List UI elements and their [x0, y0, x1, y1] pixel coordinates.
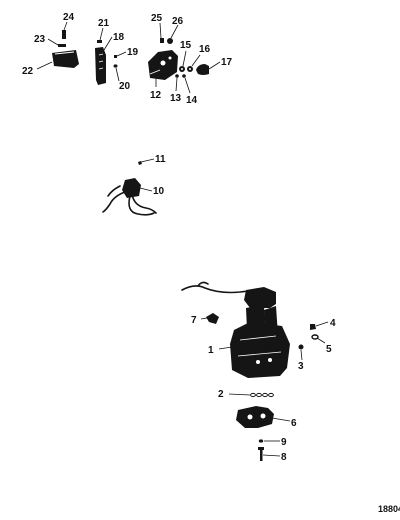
callout-12: 12 — [150, 90, 162, 101]
part-19-screw — [114, 55, 117, 58]
callout-9: 9 — [281, 437, 287, 448]
part-23-screw — [58, 44, 66, 47]
part-13-washer — [175, 74, 179, 78]
callout-19: 19 — [127, 47, 139, 58]
callout-22: 22 — [22, 66, 34, 77]
part-6-manifold — [236, 406, 274, 428]
part-20-washer — [113, 64, 118, 68]
callout-7: 7 — [191, 315, 197, 326]
callout-20: 20 — [119, 81, 131, 92]
callout-10: 10 — [153, 186, 165, 197]
callout-15: 15 — [180, 40, 192, 51]
part-12-solenoid — [148, 50, 178, 80]
callout-1: 1 — [208, 345, 214, 356]
part-14-washer — [182, 74, 186, 78]
part-5-o-ring — [311, 334, 319, 340]
part-24-bolt — [62, 30, 66, 39]
part-1-pump-motor — [181, 281, 290, 378]
leader-lines — [36, 21, 329, 457]
callout-23: 23 — [34, 34, 46, 45]
callout-13: 13 — [170, 93, 182, 104]
part-2-o-rings — [250, 392, 274, 398]
part-17-boot — [196, 64, 209, 75]
callout-26: 26 — [172, 16, 184, 27]
part-15-nut — [179, 66, 185, 72]
part-9-washer — [258, 439, 264, 443]
callout-25: 25 — [151, 13, 163, 24]
part-26-nut — [167, 38, 173, 44]
callout-4: 4 — [330, 318, 336, 329]
callout-21: 21 — [98, 18, 110, 29]
callout-labels: 1 2 3 4 5 6 7 8 9 10 11 12 13 14 15 16 1… — [22, 12, 336, 463]
callout-3: 3 — [298, 361, 304, 372]
part-10-wiring-harness — [102, 178, 157, 216]
callout-18: 18 — [113, 32, 125, 43]
callout-11: 11 — [155, 154, 166, 165]
callout-6: 6 — [291, 418, 297, 429]
diagram-reference-number: 18804 — [378, 504, 400, 514]
part-3-fitting — [298, 344, 304, 350]
callout-24: 24 — [63, 12, 75, 23]
part-25-nut — [160, 38, 164, 43]
callout-2: 2 — [218, 389, 224, 400]
callout-17: 17 — [221, 57, 233, 68]
callout-14: 14 — [186, 95, 198, 106]
callout-16: 16 — [199, 44, 211, 55]
part-22-bracket — [52, 50, 79, 68]
callout-8: 8 — [281, 452, 287, 463]
part-16-nut — [187, 66, 193, 72]
part-7-clip — [206, 313, 219, 324]
callout-5: 5 — [326, 344, 332, 355]
part-21-clip — [97, 40, 102, 43]
part-8-bolt — [258, 447, 264, 461]
part-18-relay-housing — [95, 47, 106, 85]
part-4-fitting — [310, 324, 316, 330]
